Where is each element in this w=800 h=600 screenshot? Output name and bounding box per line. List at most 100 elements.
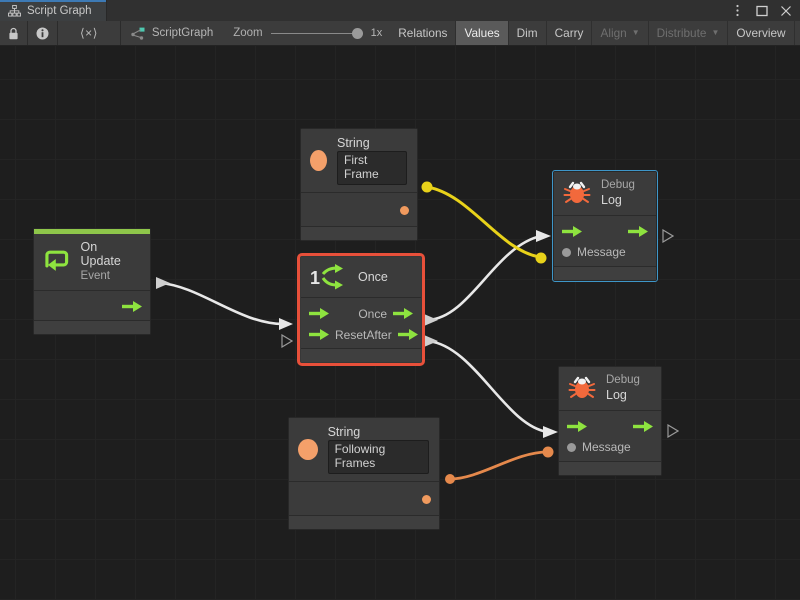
- window-maximize-button[interactable]: [754, 3, 769, 18]
- node-string-following-frames-title: String: [327, 425, 361, 439]
- node-string-first-frame-body: [301, 192, 417, 227]
- once-output-after-port[interactable]: [397, 328, 418, 341]
- edge-once-target-arrow: [279, 318, 293, 330]
- node-debug-log-bottom[interactable]: Debug Log: [558, 366, 662, 476]
- flow-out-port[interactable]: [628, 225, 648, 238]
- toolbar-relations-label: Relations: [398, 26, 448, 40]
- graph-canvas[interactable]: On Update Event String Fir: [0, 46, 800, 600]
- edge-string-following-frames-to-message[interactable]: [449, 450, 548, 481]
- node-string-first-frame-title: String: [337, 136, 370, 150]
- debug-log-bottom-output-unconnected-indicator[interactable]: [667, 424, 679, 438]
- toolbar-fullscreen-button[interactable]: Full Screen: [795, 21, 800, 45]
- debug-log-top-output-unconnected-indicator[interactable]: [662, 229, 674, 243]
- toolbar-carry-label: Carry: [554, 26, 584, 40]
- toolbar-values-button[interactable]: Values: [456, 21, 509, 45]
- string-out-port[interactable]: [422, 494, 431, 504]
- toolbar-align-label: Align: [600, 26, 627, 40]
- zoom-slider-knob[interactable]: [351, 28, 363, 39]
- node-debug-log-top-header: Debug Log: [554, 172, 656, 216]
- edge-string-first-frame-to-message[interactable]: [426, 185, 541, 259]
- code-view-button[interactable]: ⟨×⟩: [58, 21, 121, 45]
- node-once-footer: [301, 349, 421, 362]
- node-once-header: 1 Once: [301, 257, 421, 298]
- toolbar-carry-button[interactable]: Carry: [547, 21, 593, 45]
- edge-after-out-arrow: [424, 335, 438, 347]
- node-debug-log-bottom-footer: [559, 461, 661, 475]
- once-badge-number: 1: [310, 268, 320, 288]
- chevron-down-icon: ▼: [631, 28, 640, 37]
- node-string-first-frame-titles: String First Frame: [337, 136, 407, 185]
- node-debug-log-bottom-header: Debug Log: [559, 367, 661, 411]
- node-on-update-header: On Update Event: [34, 229, 150, 291]
- edge-onupdate-to-once[interactable]: [159, 281, 284, 326]
- edge-yellow-target-dot: [535, 252, 547, 264]
- flow-in-port[interactable]: [562, 225, 582, 238]
- toolbar-relations-button[interactable]: Relations: [390, 21, 457, 45]
- node-on-update-titles: On Update Event: [81, 240, 140, 283]
- node-string-following-frames-titles: String Following Frames: [327, 425, 429, 474]
- toolbar-dim-button[interactable]: Dim: [509, 21, 547, 45]
- once-input-reset-port[interactable]: [309, 328, 329, 341]
- flow-in-port[interactable]: [567, 420, 587, 433]
- toolbar-values-label: Values: [464, 26, 500, 40]
- edge-debuglog-bottom-in-arrow: [543, 426, 558, 438]
- lock-button[interactable]: [0, 21, 28, 45]
- node-debug-log-bottom-message: Message: [567, 440, 631, 454]
- once-branch-icon: 1: [310, 264, 343, 290]
- chevron-down-icon: ▼: [711, 28, 720, 37]
- node-on-update[interactable]: On Update Event: [33, 228, 151, 335]
- node-debug-log-top-message-label: Message: [577, 245, 626, 260]
- node-on-update-output-row: [34, 296, 150, 317]
- once-input-enter-port[interactable]: [309, 307, 329, 320]
- window-close-button[interactable]: [778, 3, 793, 18]
- edge-orange-source-dot: [445, 474, 455, 484]
- tab-label: Script Graph: [27, 4, 92, 17]
- edge-after-to-debuglog-bottom[interactable]: [427, 339, 549, 434]
- edge-yellow-source-dot: [421, 181, 433, 193]
- breadcrumb[interactable]: ScriptGraph: [121, 21, 229, 45]
- window-titlebar: Script Graph: [0, 0, 800, 21]
- window-menu-button[interactable]: [730, 3, 745, 18]
- once-reset-unconnected-indicator[interactable]: [281, 334, 293, 348]
- message-in-port[interactable]: [562, 247, 571, 257]
- string-first-frame-value-field[interactable]: First Frame: [337, 151, 407, 185]
- tab-script-graph[interactable]: Script Graph: [0, 0, 107, 21]
- edge-once-to-debuglog-top[interactable]: [427, 234, 542, 322]
- message-in-port[interactable]: [567, 442, 576, 452]
- graph-node-icon: [131, 27, 145, 40]
- kebab-menu-icon: [736, 4, 739, 17]
- node-debug-log-top-flow-row: [554, 221, 656, 242]
- info-button[interactable]: [28, 21, 58, 45]
- node-once-output-once: Once: [358, 307, 413, 321]
- toolbar-dim-label: Dim: [516, 26, 538, 40]
- connection-edges: [156, 181, 558, 484]
- zoom-slider[interactable]: [270, 27, 363, 39]
- toolbar-overview-button[interactable]: Overview: [728, 21, 795, 45]
- string-out-port[interactable]: [400, 205, 409, 215]
- edge-once-out-arrow: [424, 314, 438, 326]
- toolbar-align-button[interactable]: Align ▼: [592, 21, 649, 45]
- toolbar-distribute-label: Distribute: [656, 26, 707, 40]
- toolbar-distribute-button[interactable]: Distribute ▼: [649, 21, 729, 45]
- node-string-following-frames-output-row: [289, 487, 439, 512]
- bug-icon: [568, 377, 596, 399]
- flow-out-port[interactable]: [122, 300, 142, 313]
- sitemap-icon: [8, 4, 21, 17]
- string-value-icon: [298, 438, 318, 460]
- edge-debuglog-top-in-arrow: [536, 230, 551, 242]
- node-string-following-frames[interactable]: String Following Frames: [288, 417, 440, 530]
- node-debug-log-top-footer: [554, 266, 656, 280]
- node-string-first-frame[interactable]: String First Frame: [300, 128, 418, 241]
- node-string-first-frame-output-row: [301, 198, 417, 223]
- node-on-update-title: On Update: [80, 240, 121, 269]
- string-following-frames-value-field[interactable]: Following Frames: [327, 440, 429, 474]
- once-output-once-port[interactable]: [393, 307, 413, 320]
- node-once-input-enter: [309, 307, 329, 320]
- node-once[interactable]: 1 Once Once: [297, 253, 425, 366]
- flow-out-port[interactable]: [633, 420, 653, 433]
- node-once-body: Once Reset: [301, 298, 421, 349]
- titlebar-spacer: [107, 0, 730, 21]
- node-debug-log-top[interactable]: Debug Log: [552, 170, 658, 282]
- string-value-icon: [310, 149, 327, 171]
- close-icon: [780, 5, 791, 16]
